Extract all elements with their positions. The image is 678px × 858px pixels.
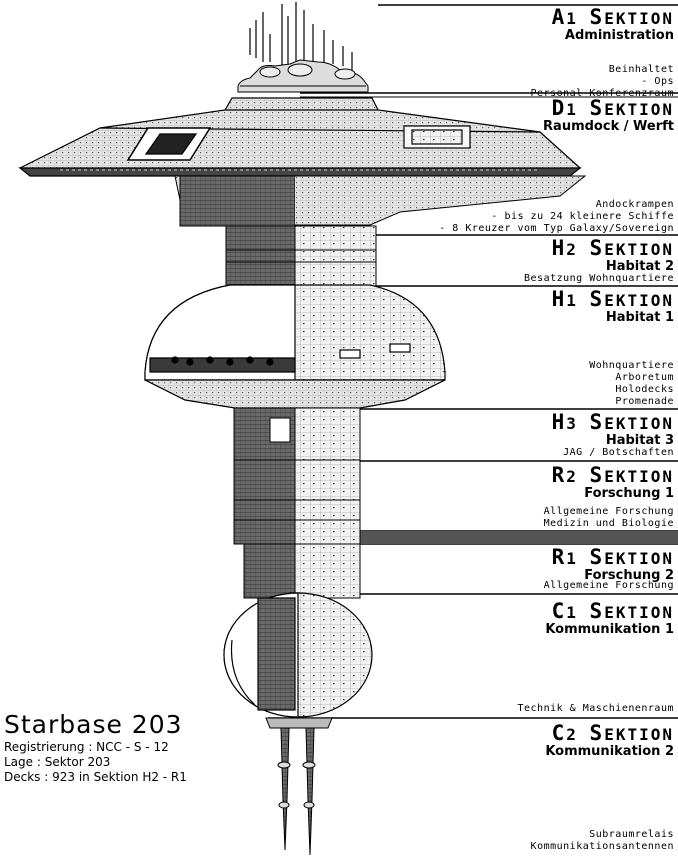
section-c2-title: C2 SEKTION	[551, 721, 674, 745]
section-h2-notes: Besatzung Wohnquartiere	[524, 273, 674, 285]
section-h3-notes: JAG / Botschaften	[563, 447, 674, 459]
station-info: Starbase 203 Registrierung : NCC - S - 1…	[4, 710, 187, 785]
note-line: Technik & Maschienenraum	[517, 703, 674, 714]
note-line: Medizin und Biologie	[543, 518, 674, 529]
section-h3: H3 SEKTION Habitat 3	[551, 410, 674, 449]
section-a1: A1 SEKTION Administration	[551, 5, 674, 44]
station-name: Starbase 203	[4, 710, 183, 739]
note-line: Subraumrelais	[589, 829, 674, 840]
section-r2-subtitle: Forschung 1	[584, 486, 674, 501]
section-d1-notes: Andockrampen - bis zu 24 kleinere Schiff…	[439, 199, 674, 235]
section-h2-title: H2 SEKTION	[551, 236, 674, 260]
section-c1-subtitle: Kommunikation 1	[545, 622, 674, 637]
note-line: Holodecks	[615, 384, 674, 395]
section-r2: R2 SEKTION Forschung 1	[551, 463, 674, 502]
section-h3-subtitle: Habitat 3	[605, 433, 674, 448]
section-r1-notes: Allgemeine Forschung	[544, 580, 674, 592]
note-line: Besatzung Wohnquartiere	[524, 273, 674, 284]
note-line: JAG / Botschaften	[563, 447, 674, 458]
section-c2: C2 SEKTION Kommunikation 2	[545, 721, 674, 760]
station-registration: Registrierung : NCC - S - 12	[4, 740, 169, 754]
note-line: Allgemeine Forschung	[543, 506, 674, 517]
h3-module	[233, 407, 361, 461]
h2-ring	[225, 225, 377, 287]
antenna-array	[249, 2, 353, 70]
note-line: - bis zu 24 kleinere Schiffe	[491, 211, 674, 222]
section-d1-subtitle: Raumdock / Werft	[543, 119, 674, 134]
section-r1: R1 SEKTION Forschung 2	[551, 545, 674, 584]
section-a1-subtitle: Administration	[564, 28, 674, 43]
a1-dome	[237, 59, 369, 93]
note-line: Arboretum	[615, 372, 674, 383]
section-h3-title: H3 SEKTION	[551, 410, 674, 434]
note-line: - Ops	[641, 76, 674, 87]
section-c1-title: C1 SEKTION	[551, 599, 674, 623]
section-r2-title: R2 SEKTION	[551, 463, 674, 487]
band-shading	[358, 531, 678, 544]
section-h1-notes: Wohnquartiere Arboretum Holodecks Promen…	[589, 360, 674, 408]
note-line: - 8 Kreuzer vom Typ Galaxy/Sovereign	[439, 223, 674, 234]
section-c2-subtitle: Kommunikation 2	[545, 744, 674, 759]
section-d1: D1 SEKTION Raumdock / Werft	[543, 96, 674, 135]
section-c1-notes: Technik & Maschienenraum	[518, 703, 675, 715]
r2-module	[233, 459, 361, 545]
d1-saucer	[18, 97, 582, 177]
section-h2: H2 SEKTION Habitat 2	[551, 236, 674, 275]
section-r2-notes: Allgemeine Forschung Medizin und Biologi…	[544, 506, 674, 530]
note-line: Andockrampen	[595, 199, 674, 210]
section-c2-notes: Subraumrelais Kommunikationsantennen	[531, 829, 674, 853]
h1-habitat-dome	[144, 284, 446, 409]
section-a1-notes: Beinhaltet - Ops - Personal Konferenzrau…	[518, 64, 675, 100]
section-d1-title: D1 SEKTION	[551, 96, 674, 120]
station-decks: Decks : 923 in Sektion H2 - R1	[4, 770, 187, 784]
section-h1: H1 SEKTION Habitat 1	[551, 287, 674, 326]
section-a1-title: A1 SEKTION	[551, 5, 674, 29]
r1-module	[243, 543, 361, 599]
note-line: Kommunikationsantennen	[530, 841, 674, 852]
note-line: Wohnquartiere	[589, 360, 674, 371]
d1-lower-hull	[174, 175, 587, 236]
c2-antenna-spires	[265, 717, 333, 856]
c1-sphere	[223, 592, 373, 718]
section-r1-title: R1 SEKTION	[551, 545, 674, 569]
note-line: Beinhaltet	[608, 64, 674, 75]
note-line: Promenade	[615, 396, 674, 407]
section-h1-subtitle: Habitat 1	[605, 310, 674, 325]
section-h2-subtitle: Habitat 2	[605, 259, 674, 274]
note-line: Allgemeine Forschung	[543, 580, 674, 591]
section-c1: C1 SEKTION Kommunikation 1	[545, 599, 674, 638]
station-location: Lage : Sektor 203	[4, 755, 111, 769]
note-line: - Personal Konferenzraum	[517, 88, 674, 99]
section-r1-subtitle: Forschung 2	[584, 568, 674, 583]
section-h1-title: H1 SEKTION	[551, 287, 674, 311]
